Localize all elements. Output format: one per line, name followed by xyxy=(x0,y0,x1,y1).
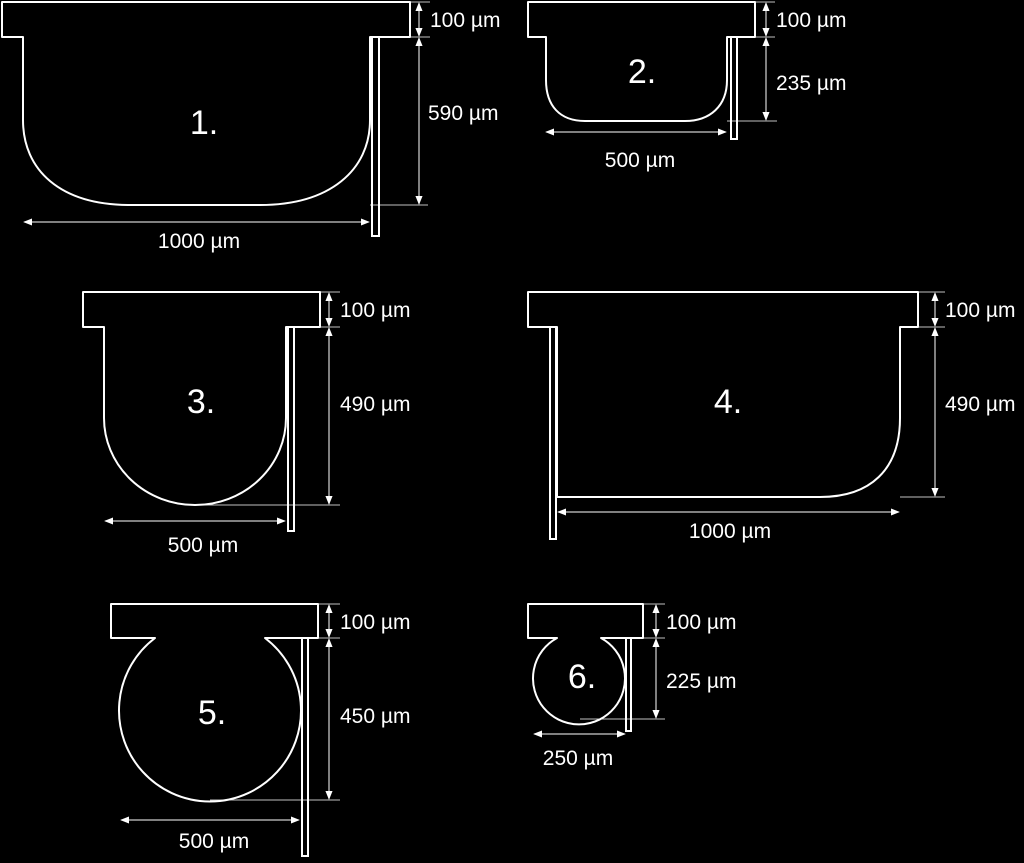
figure-3-plate xyxy=(287,326,295,532)
figure-1-width-label: 1000 µm xyxy=(158,230,240,253)
figure-2-plate xyxy=(730,36,738,140)
figure-5: 5. 100 µm 450 µm 500 µm xyxy=(110,603,410,857)
figure-5-top-label: 100 µm xyxy=(340,611,410,634)
figure-4-top-label: 100 µm xyxy=(945,299,1015,322)
figure-2-number: 2. xyxy=(628,53,656,91)
figure-6-number: 6. xyxy=(568,658,596,696)
figure-4: 4. 100 µm 490 µm 1000 µm xyxy=(527,291,1015,543)
figure-4-number: 4. xyxy=(714,383,742,421)
figure-3-number: 3. xyxy=(187,383,215,421)
figure-3-height-label: 490 µm xyxy=(340,393,410,416)
figure-2-top-label: 100 µm xyxy=(776,9,846,32)
figure-6-top-label: 100 µm xyxy=(666,611,736,634)
figure-6-plate xyxy=(625,637,632,732)
figure-5-width-label: 500 µm xyxy=(179,830,249,853)
figure-2-height-label: 235 µm xyxy=(776,72,846,95)
figure-1: 1. 100 µm 590 µm 1000 µm xyxy=(1,1,500,253)
figure-1-top-label: 100 µm xyxy=(430,9,500,32)
figure-2-width-label: 500 µm xyxy=(605,149,675,172)
figure-4-plate xyxy=(549,326,557,540)
figure-6-width-label: 250 µm xyxy=(543,747,613,770)
figure-3-top-label: 100 µm xyxy=(340,299,410,322)
figure-2-outline xyxy=(527,1,756,122)
figure-1-number: 1. xyxy=(190,104,218,142)
figure-3-width-label: 500 µm xyxy=(168,534,238,557)
figure-1-outline xyxy=(1,1,411,206)
figure-6-height-label: 225 µm xyxy=(666,670,736,693)
figure-5-outline xyxy=(110,603,319,803)
figure-5-number: 5. xyxy=(198,694,226,732)
figure-5-height-label: 450 µm xyxy=(340,705,410,728)
figure-4-width-label: 1000 µm xyxy=(689,520,771,543)
figure-6: 6. 100 µm 225 µm 250 µm xyxy=(527,603,736,770)
figure-2: 2. 100 µm 235 µm 500 µm xyxy=(527,1,846,172)
figure-1-height-label: 590 µm xyxy=(428,102,498,125)
figure-4-height-label: 490 µm xyxy=(945,393,1015,416)
figure-6-outline xyxy=(527,603,644,726)
figure-3: 3. 100 µm 490 µm 500 µm xyxy=(82,291,410,557)
figure-1-plate xyxy=(371,36,380,237)
figure-4-outline xyxy=(527,291,919,498)
figure-5-plate xyxy=(301,637,309,857)
